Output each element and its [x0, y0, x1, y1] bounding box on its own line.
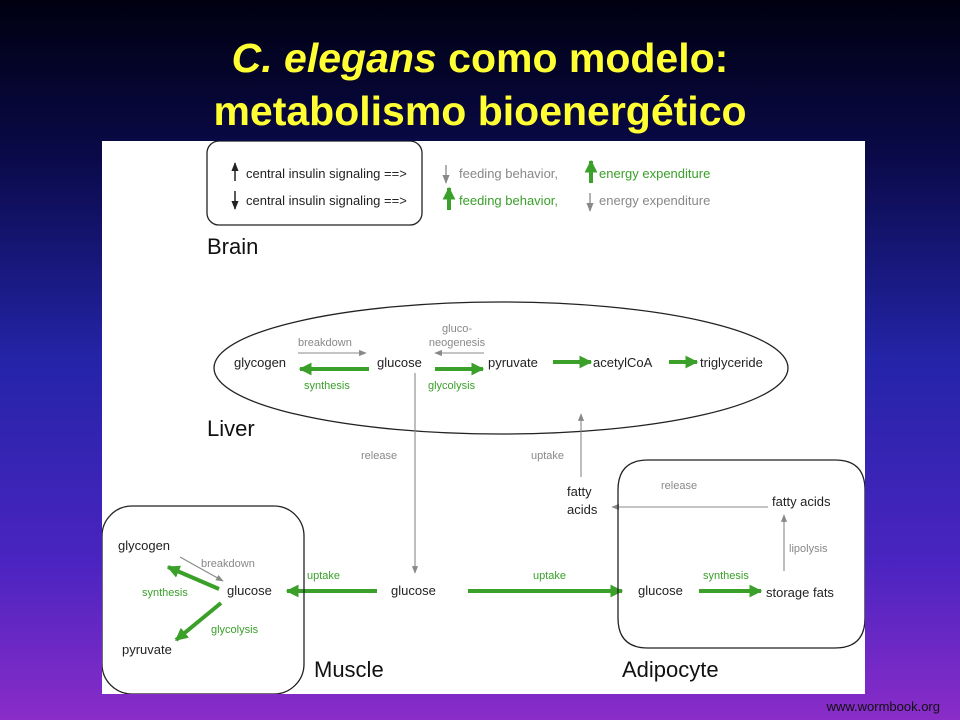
muscle-synthesis-label: synthesis — [142, 587, 188, 599]
muscle-pyruvate: pyruvate — [122, 642, 172, 657]
muscle-glycolysis-arrow — [174, 601, 223, 642]
brain-feeding-up: feeding behavior, — [459, 193, 558, 208]
muscle-label: Muscle — [314, 657, 384, 682]
brain-signal-up: central insulin signaling ==> — [246, 166, 407, 181]
muscle-synthesis-arrow — [166, 565, 220, 591]
liver-gluconeo-2: neogenesis — [429, 337, 486, 349]
fatty-acids-1: fatty — [567, 484, 592, 499]
liver-breakdown-label: breakdown — [298, 337, 352, 349]
muscle-glycolysis-label: glycolysis — [211, 624, 259, 636]
liver-glucose: glucose — [377, 355, 422, 370]
liver-label: Liver — [207, 416, 255, 441]
lipolysis-label: lipolysis — [789, 543, 828, 555]
liver-glycolysis-label: glycolysis — [428, 380, 476, 392]
metabolism-diagram: central insulin signaling ==> feeding be… — [102, 141, 865, 694]
adipocyte-fatty-acids: fatty acids — [772, 494, 831, 509]
muscle-box — [102, 505, 305, 694]
adipocyte-synthesis-label: synthesis — [703, 570, 749, 582]
title-line-2: metabolismo bioenergético — [213, 88, 747, 134]
brain-feeding-down: feeding behavior, — [459, 166, 558, 181]
middle-glucose: glucose — [391, 583, 436, 598]
muscle-uptake-label: uptake — [307, 570, 340, 582]
diagram-svg: central insulin signaling ==> feeding be… — [102, 141, 865, 694]
title-line-1-rest: como modelo: — [436, 35, 729, 81]
title-species: C. elegans — [231, 35, 437, 81]
adipocyte-release-label: release — [661, 480, 697, 492]
liver-ellipse — [213, 301, 789, 435]
muscle-glycogen: glycogen — [118, 538, 170, 553]
liver-triglyceride: triglyceride — [700, 355, 763, 370]
adipocyte-storage-fats: storage fats — [766, 585, 834, 600]
muscle-breakdown-label: breakdown — [201, 558, 255, 570]
fatty-acids-2: acids — [567, 502, 598, 517]
liver-glycogen: glycogen — [234, 355, 286, 370]
brain-label: Brain — [207, 234, 258, 259]
brain-signal-down: central insulin signaling ==> — [246, 193, 407, 208]
uptake-label: uptake — [531, 450, 564, 462]
muscle-glucose: glucose — [227, 583, 272, 598]
brain-energy-up: energy expenditure — [599, 166, 710, 181]
liver-pyruvate: pyruvate — [488, 355, 538, 370]
liver-acetylcoa: acetylCoA — [593, 355, 653, 370]
brain-energy-down: energy expenditure — [599, 193, 710, 208]
adipocyte-uptake-label: uptake — [533, 570, 566, 582]
adipocyte-label: Adipocyte — [622, 657, 719, 682]
title-line-1: C. elegans como modelo: — [232, 35, 729, 81]
brain-box — [206, 141, 423, 226]
slide-title: C. elegans como modelo: metabolismo bioe… — [0, 32, 960, 138]
adipocyte-box — [617, 459, 865, 649]
adipocyte-glucose: glucose — [638, 583, 683, 598]
liver-gluconeo-1: gluco- — [442, 323, 472, 335]
source-footer: www.wormbook.org — [826, 699, 940, 714]
release-label: release — [361, 450, 397, 462]
muscle-breakdown-arrow — [179, 556, 224, 582]
liver-synthesis-label: synthesis — [304, 380, 350, 392]
